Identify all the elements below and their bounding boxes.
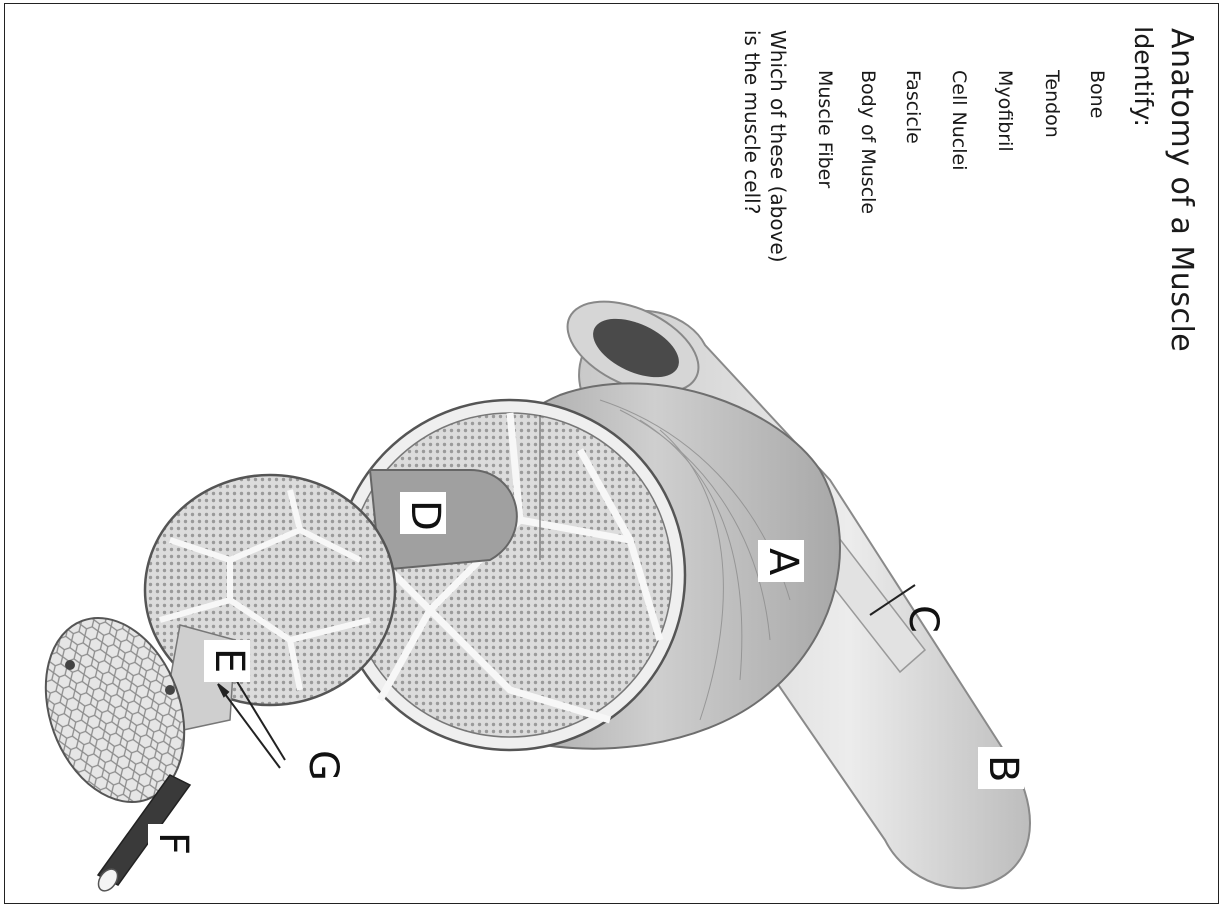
label-b: B xyxy=(978,747,1026,789)
label-g: G xyxy=(300,750,346,781)
svg-text:C: C xyxy=(900,605,946,633)
label-c: C xyxy=(900,605,946,633)
svg-text:A: A xyxy=(760,548,806,576)
svg-text:E: E xyxy=(206,648,252,673)
label-a: A xyxy=(758,540,806,582)
svg-text:G: G xyxy=(300,750,346,781)
label-f: F xyxy=(148,824,196,866)
svg-text:F: F xyxy=(150,832,196,855)
muscle-fiber-section xyxy=(21,598,235,821)
label-e: E xyxy=(204,640,252,682)
svg-text:B: B xyxy=(980,755,1026,782)
svg-text:D: D xyxy=(402,500,448,531)
label-d: D xyxy=(400,492,448,534)
